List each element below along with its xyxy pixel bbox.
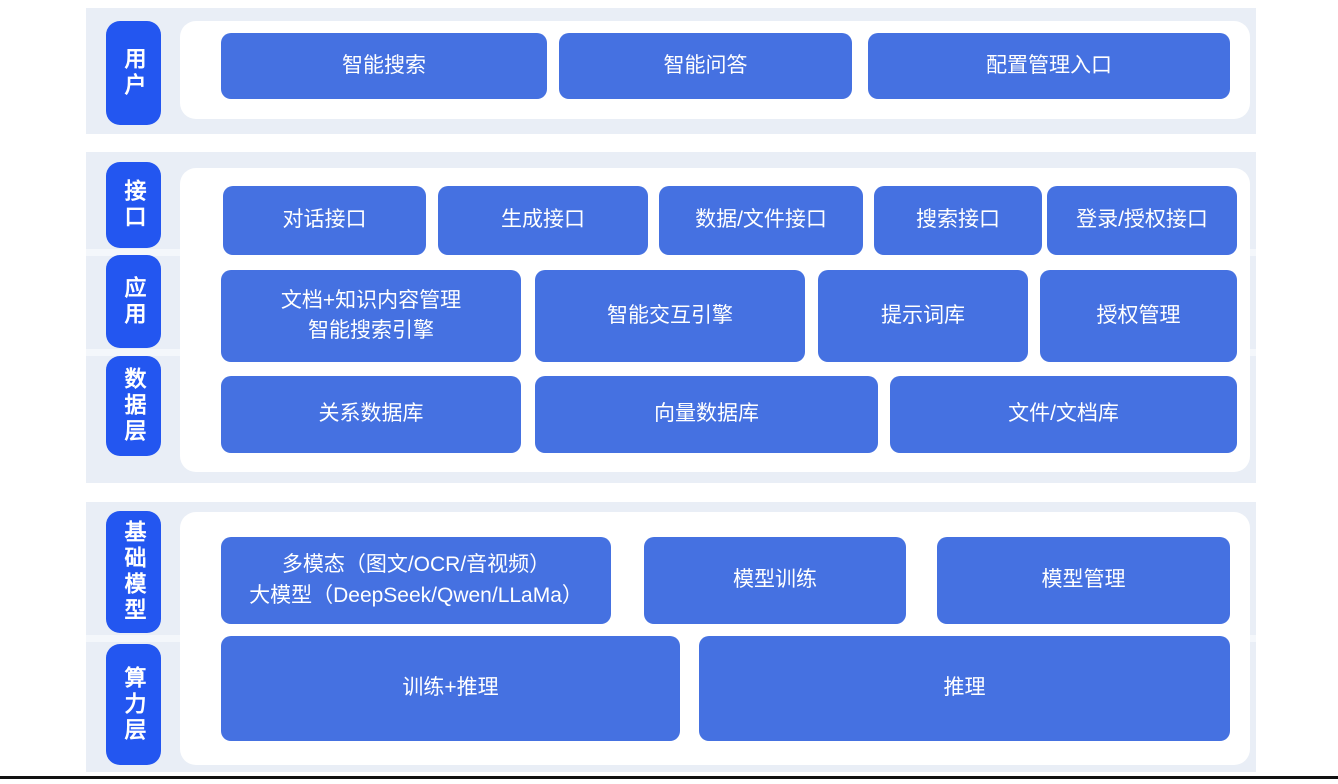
section-user-layer: 用户 智能搜索 智能问答 配置管理入口 bbox=[86, 8, 1256, 134]
block-authorization-management-label: 授权管理 bbox=[1096, 303, 1181, 327]
block-doc-knowledge-search-engine-label: 文档+知识内容管理 智能搜索引擎 bbox=[280, 288, 462, 342]
panel-platform-layers: 对话接口 生成接口 数据/文件接口 搜索接口 登录/授权接口 文档+知识内容管理… bbox=[180, 168, 1250, 472]
layer-pill-application-label: 应用 bbox=[121, 275, 147, 328]
block-dialog-api: 对话接口 bbox=[223, 186, 426, 255]
block-smart-qa-label: 智能问答 bbox=[663, 53, 748, 77]
block-smart-search: 智能搜索 bbox=[221, 33, 547, 99]
block-doc-knowledge-search-engine: 文档+知识内容管理 智能搜索引擎 bbox=[221, 270, 521, 362]
block-prompt-library-label: 提示词库 bbox=[881, 303, 965, 327]
block-config-management-entry: 配置管理入口 bbox=[868, 33, 1230, 99]
block-data-file-api: 数据/文件接口 bbox=[659, 186, 863, 255]
layer-pill-user-label: 用户 bbox=[121, 47, 147, 99]
block-smart-search-label: 智能搜索 bbox=[342, 53, 426, 77]
block-prompt-library: 提示词库 bbox=[818, 270, 1028, 362]
block-vector-database-label: 向量数据库 bbox=[654, 402, 759, 426]
block-login-auth-api-label: 登录/授权接口 bbox=[1076, 208, 1208, 232]
block-training-inference: 训练+推理 bbox=[221, 636, 680, 741]
layer-pill-compute: 算力层 bbox=[106, 644, 161, 765]
section-foundation-layers: 基础模型 算力层 多模态（图文/OCR/音视频） 大模型（DeepSeek/Qw… bbox=[86, 502, 1256, 772]
panel-user-layer: 智能搜索 智能问答 配置管理入口 bbox=[180, 21, 1250, 119]
block-inference: 推理 bbox=[699, 636, 1230, 741]
layer-pill-api-label: 接口 bbox=[121, 179, 147, 231]
block-dialog-api-label: 对话接口 bbox=[282, 208, 367, 232]
layer-pill-compute-label: 算力层 bbox=[121, 665, 147, 744]
layer-pill-user: 用户 bbox=[106, 21, 161, 125]
block-intelligent-interaction-engine-label: 智能交互引擎 bbox=[607, 303, 733, 327]
block-config-management-entry-label: 配置管理入口 bbox=[986, 53, 1112, 77]
block-inference-label: 推理 bbox=[943, 676, 986, 700]
block-training-inference-label: 训练+推理 bbox=[402, 676, 499, 700]
block-multimodal-llm-label: 多模态（图文/OCR/音视频） 大模型（DeepSeek/Qwen/LLaMa） bbox=[249, 553, 583, 607]
block-model-management: 模型管理 bbox=[937, 537, 1230, 624]
layer-pill-foundation-model: 基础模型 bbox=[106, 511, 161, 633]
panel-foundation-layers: 多模态（图文/OCR/音视频） 大模型（DeepSeek/Qwen/LLaMa）… bbox=[180, 512, 1250, 765]
block-data-file-api-label: 数据/文件接口 bbox=[695, 208, 827, 232]
block-file-document-store: 文件/文档库 bbox=[890, 376, 1237, 453]
layer-pill-application: 应用 bbox=[106, 255, 161, 348]
block-search-api-label: 搜索接口 bbox=[916, 208, 1000, 232]
block-vector-database: 向量数据库 bbox=[535, 376, 878, 453]
block-login-auth-api: 登录/授权接口 bbox=[1047, 186, 1237, 255]
block-model-management-label: 模型管理 bbox=[1041, 568, 1126, 592]
bottom-border-line bbox=[0, 776, 1338, 779]
block-intelligent-interaction-engine: 智能交互引擎 bbox=[535, 270, 805, 362]
block-authorization-management: 授权管理 bbox=[1040, 270, 1237, 362]
section-platform-layers: 接口 应用 数据层 对话接口 生成接口 数据/文件接口 搜索接口 登录/授权接口… bbox=[86, 152, 1256, 483]
block-relational-database: 关系数据库 bbox=[221, 376, 521, 453]
block-search-api: 搜索接口 bbox=[874, 186, 1042, 255]
block-smart-qa: 智能问答 bbox=[559, 33, 852, 99]
layer-pill-data: 数据层 bbox=[106, 356, 161, 456]
block-relational-database-label: 关系数据库 bbox=[318, 402, 424, 426]
block-model-training-label: 模型训练 bbox=[733, 568, 817, 592]
layer-pill-data-label: 数据层 bbox=[121, 367, 147, 445]
block-generation-api: 生成接口 bbox=[438, 186, 648, 255]
block-multimodal-llm: 多模态（图文/OCR/音视频） 大模型（DeepSeek/Qwen/LLaMa） bbox=[221, 537, 611, 624]
block-file-document-store-label: 文件/文档库 bbox=[1008, 402, 1119, 426]
block-generation-api-label: 生成接口 bbox=[501, 208, 585, 232]
layer-pill-foundation-model-label: 基础模型 bbox=[121, 520, 147, 624]
block-model-training: 模型训练 bbox=[644, 537, 906, 624]
layer-pill-api: 接口 bbox=[106, 162, 161, 248]
